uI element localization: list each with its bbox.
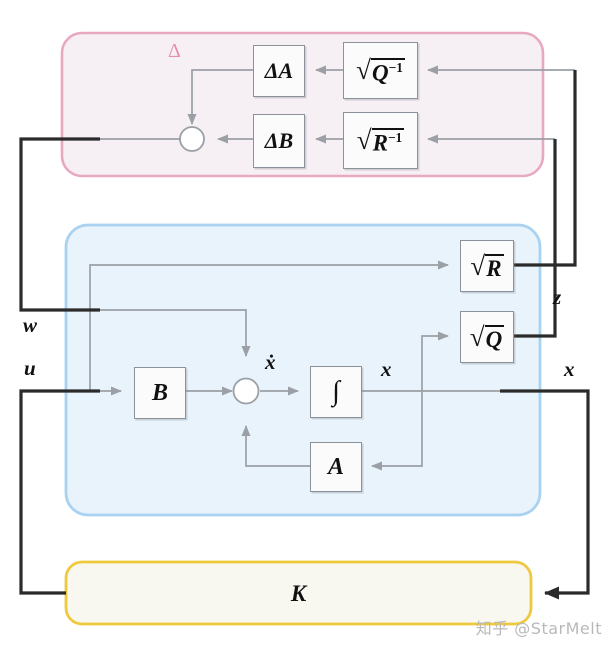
block-sqrt-q-inverse[interactable]: √ Q−1 <box>343 42 418 99</box>
radical-sign-icon: √ <box>469 321 485 352</box>
wire-sqrtq-feedback <box>512 139 557 338</box>
block-k-gain-label: K <box>290 581 307 606</box>
wire-deltaA-to-sum <box>187 69 253 125</box>
watermark: 知乎 @StarMelt <box>475 619 602 638</box>
signal-label-w: w <box>23 313 38 337</box>
sqrt-r-radicand: R <box>485 253 504 281</box>
sqrt-r-expression: √ R <box>470 250 504 281</box>
wire-a-to-sum <box>241 425 310 467</box>
uncertainty-group-label: Δ <box>168 40 181 62</box>
block-sqrt-r-inverse[interactable]: √ R−1 <box>343 112 418 169</box>
block-b-matrix-label: B <box>151 379 168 406</box>
wire-k-to-u <box>19 389 100 595</box>
wire-x-to-k <box>500 389 590 600</box>
block-delta-b-label: ΔB <box>264 128 294 153</box>
sum-node-plant <box>232 377 260 405</box>
wire-w-rail <box>19 137 100 312</box>
signal-label-z: z <box>553 285 562 309</box>
radical-sign-icon: √ <box>356 124 372 155</box>
radical-sign-icon: √ <box>470 250 486 281</box>
block-sqrt-q[interactable]: √ Q <box>460 311 514 363</box>
signal-label-x-dot: ẋ <box>265 350 276 374</box>
signal-label-x-state: x <box>381 357 392 381</box>
block-delta-b[interactable]: ΔB <box>253 114 305 168</box>
block-a-matrix-label: A <box>327 453 344 480</box>
sqrt-q-expression: √ Q <box>469 321 505 352</box>
wire-u-branch-to-sqrtR <box>89 260 449 391</box>
sqrt-q-inverse-expression: √ Q−1 <box>356 54 405 86</box>
wire-x-branch-to-a <box>371 391 423 471</box>
block-b-matrix[interactable]: B <box>134 367 186 419</box>
wire-z-feedback <box>512 70 577 267</box>
sum-node-uncertainty <box>179 126 205 152</box>
block-sqrt-r[interactable]: √ R <box>460 240 514 292</box>
sqrt-q-inverse-radicand: Q−1 <box>370 57 405 86</box>
sqrt-r-inverse-expression: √ R−1 <box>356 124 405 156</box>
signal-label-x-output: x <box>564 357 575 381</box>
radical-sign-icon: √ <box>356 54 371 85</box>
block-delta-a[interactable]: ΔA <box>253 45 305 97</box>
signal-label-u: u <box>24 356 36 380</box>
block-a-matrix[interactable]: A <box>310 442 362 492</box>
sqrt-r-inverse-radicand: R−1 <box>371 127 405 156</box>
block-delta-a-label: ΔA <box>264 58 294 83</box>
integrator-icon: ∫ <box>332 376 340 407</box>
block-integrator[interactable]: ∫ <box>310 366 362 418</box>
wire-x-branch-to-sqrtQ <box>421 331 449 391</box>
sqrt-q-radicand: Q <box>484 324 505 352</box>
